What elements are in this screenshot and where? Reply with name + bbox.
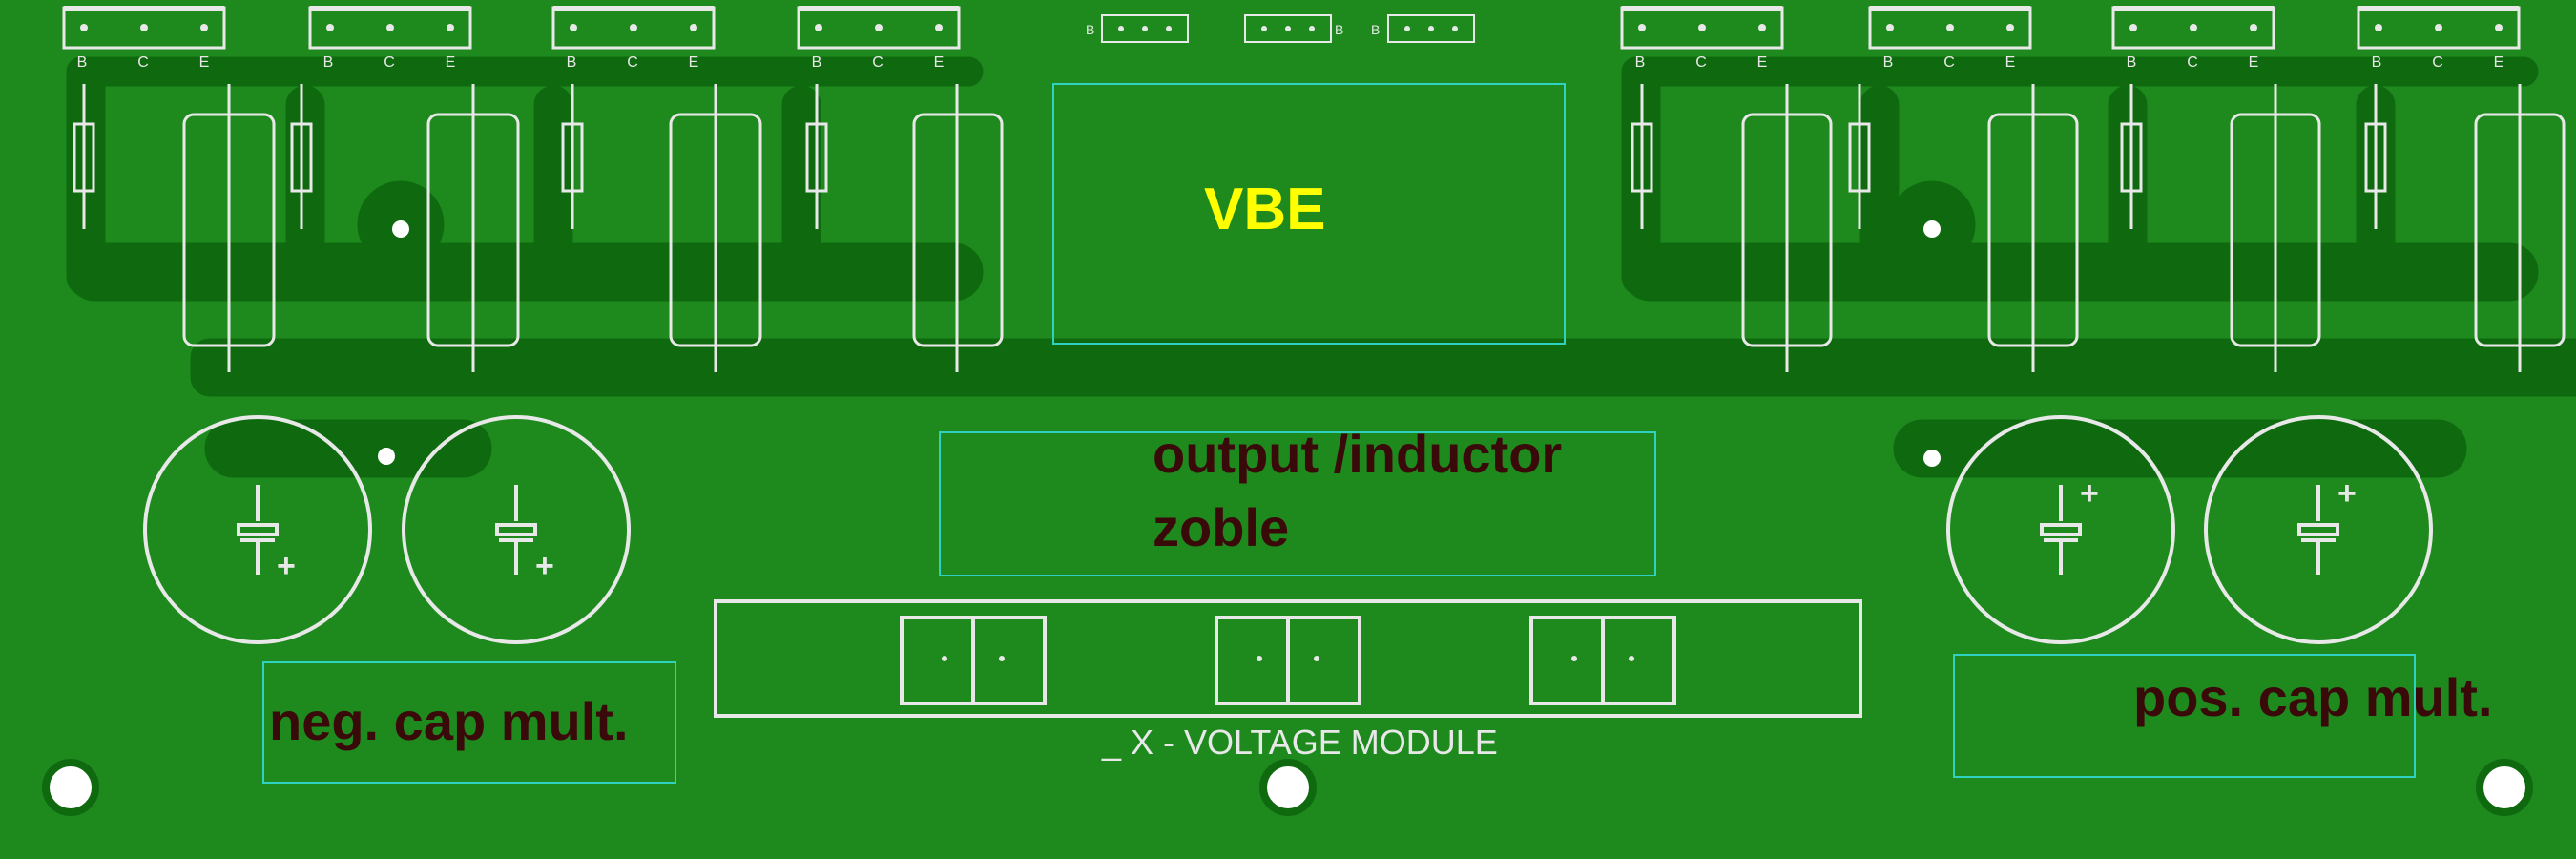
small-header-labels: B B B	[1086, 22, 1380, 37]
pin-label-e: E	[934, 54, 945, 71]
copper-traces	[66, 56, 2576, 478]
pin-label-b: B	[2127, 54, 2137, 71]
pin-label-b: B	[323, 54, 334, 71]
vbe-label: VBE	[1204, 177, 1325, 242]
pin-label-e: E	[2249, 54, 2259, 71]
neg-cap-mult-box	[262, 661, 676, 784]
pin-label-c: C	[1943, 54, 1955, 71]
vbe-box	[1052, 83, 1566, 345]
small-header-pins	[1118, 26, 1458, 31]
pin-label-c: C	[2187, 54, 2198, 71]
voltage-module-pins	[942, 656, 1634, 661]
pin-label-c: C	[872, 54, 883, 71]
pin-label-e: E	[1757, 54, 1768, 71]
small-header-label: B	[1335, 22, 1343, 37]
plus-sign: +	[2337, 475, 2357, 512]
small-header-label: B	[1371, 22, 1380, 37]
voltage-module	[714, 599, 1862, 718]
pin-label-e: E	[199, 54, 210, 71]
output-inductor-label: output /inductor	[1153, 424, 1562, 484]
power-resistors	[182, 84, 2566, 372]
pin-label-c: C	[137, 54, 149, 71]
vias	[378, 220, 1941, 467]
zoble-label: zoble	[1153, 497, 1289, 557]
small-header-label: B	[1086, 22, 1094, 37]
pin-label-e: E	[2494, 54, 2504, 71]
pin-labels: B C E B C E B C E B C E B C E B C E B C …	[77, 54, 2504, 71]
pin-label-b: B	[77, 54, 88, 71]
electrolytic-capacitors	[143, 415, 2433, 644]
pin-label-c: C	[1695, 54, 1707, 71]
neg-cap-mult-label: neg. cap mult.	[269, 691, 629, 751]
pin-label-b: B	[1883, 54, 1894, 71]
pin-label-b: B	[567, 54, 577, 71]
keepout-boxes	[262, 83, 2416, 784]
voltage-module-title: _ X - VOLTAGE MODULE	[1101, 723, 1498, 762]
pin-label-c: C	[2432, 54, 2443, 71]
pos-cap-mult-box	[1953, 654, 2416, 778]
output-box	[939, 431, 1656, 576]
pin-label-c: C	[384, 54, 395, 71]
pin-label-b: B	[1635, 54, 1646, 71]
pin-label-c: C	[627, 54, 638, 71]
header-tabs	[64, 6, 2519, 11]
pin-label-e: E	[2005, 54, 2016, 71]
plus-sign: +	[277, 548, 296, 584]
pin-label-b: B	[2372, 54, 2382, 71]
mounting-holes	[42, 759, 2533, 816]
pin-label-e: E	[689, 54, 699, 71]
plus-sign: +	[535, 548, 554, 584]
plus-sign: +	[2080, 475, 2099, 512]
header-pins	[80, 24, 2503, 31]
capacitor-symbols	[237, 485, 2339, 575]
pos-cap-mult-label: pos. cap mult.	[2133, 667, 2493, 727]
small-headers	[1101, 14, 1475, 43]
pin-label-b: B	[812, 54, 822, 71]
capacitor-plus-signs: + + + +	[277, 475, 2357, 584]
pin-label-e: E	[446, 54, 456, 71]
small-resistors	[73, 84, 2387, 229]
